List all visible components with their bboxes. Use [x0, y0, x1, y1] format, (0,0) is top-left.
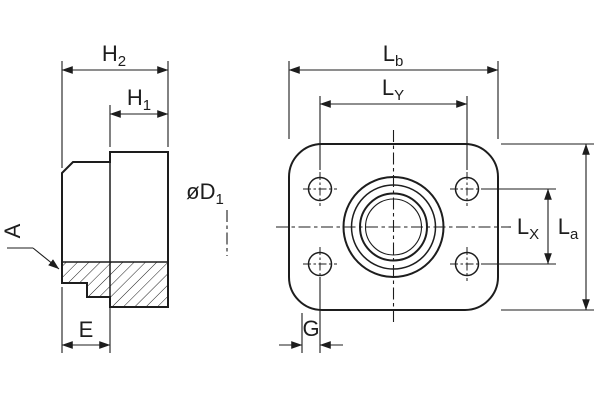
dim-g: G: [279, 277, 343, 353]
side-view: H2 H1 E øD1 A: [0, 41, 228, 353]
callout-d1: øD1: [186, 179, 228, 256]
dim-label-h1: H1: [127, 85, 151, 114]
dim-label-lb: Lb: [383, 41, 404, 70]
dim-label-d1: øD1: [186, 179, 224, 208]
hatch-region-plate: [110, 262, 168, 307]
dim-e: E: [61, 287, 111, 353]
surface-label-a: A: [0, 223, 25, 238]
dim-la: La: [501, 143, 594, 311]
dim-lb: Lb: [288, 41, 499, 139]
front-view: Lb LY La LX G: [276, 41, 594, 353]
dim-h2: H2: [61, 41, 169, 168]
dim-h1: H1: [109, 85, 169, 147]
dim-label-ly: LY: [382, 75, 404, 104]
dim-label-g: G: [302, 316, 319, 341]
dim-label-la: La: [558, 214, 579, 243]
dim-label-lx: LX: [517, 214, 539, 243]
bolt-hole-centerlines: [303, 172, 484, 281]
callout-a: A: [0, 223, 60, 270]
dim-label-h2: H2: [102, 41, 126, 70]
dim-label-e: E: [79, 317, 94, 342]
hatch-region-hub: [62, 262, 110, 297]
dim-ly: LY: [319, 75, 468, 170]
leader-arrow: [32, 247, 60, 270]
dim-lx: LX: [482, 188, 556, 265]
